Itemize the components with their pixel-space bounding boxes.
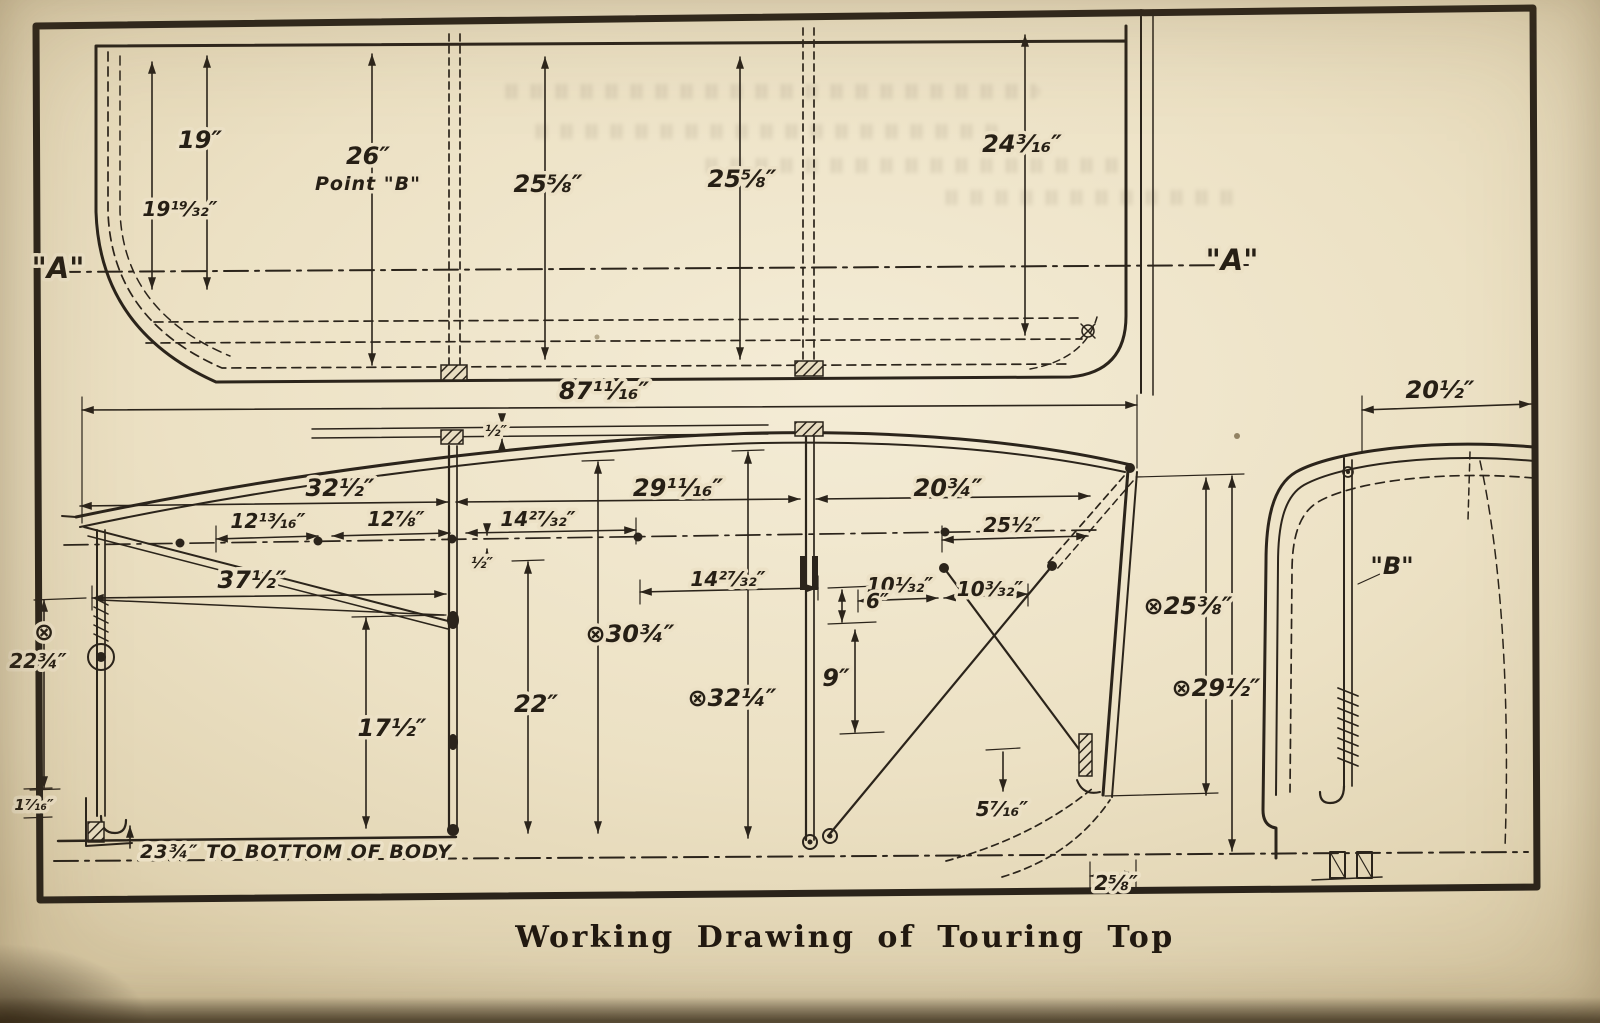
rear-outline [1261, 442, 1536, 860]
frame-border [32, 4, 1541, 904]
hinge-bolt [802, 834, 818, 850]
page-bleed-smudge [530, 124, 1000, 139]
dim-87-11-16: 87¹¹⁄₁₆″ [559, 377, 649, 405]
elevation-dimension-lines [23, 449, 1245, 893]
dim-19-19-32: 19¹⁹⁄₃₂″ [142, 197, 217, 221]
dim-14-27-32-a: 14²⁷⁄₃₂″ [500, 507, 575, 531]
plan-corner-detail [1029, 316, 1098, 370]
dim-37-12: 37½″ [218, 566, 287, 594]
plan-body-outline [94, 9, 1154, 396]
dim-29-11-16: 29¹¹⁄₁₆″ [633, 474, 723, 502]
dim-29-12: ⊗29½″ [1171, 674, 1260, 702]
dim-26-point-b: Point "B" [315, 173, 421, 195]
dim-17-12: 17½″ [358, 714, 427, 742]
bow-socket-hatch [440, 364, 468, 381]
dim-12-13-16: 12¹³⁄₁₆″ [230, 509, 305, 533]
dim-14-27-32-b: 14²⁷⁄₃₂″ [690, 567, 765, 591]
dim-24-3-16: 24³⁄₁₆″ [982, 130, 1062, 158]
bow-socket-hatch [794, 360, 824, 377]
roof-profile [61, 413, 1133, 528]
rear-dimension [1361, 395, 1532, 453]
hinge-bolt [822, 828, 838, 844]
plan-view: 19″ 19¹⁹⁄₃₂″ 26″ Point "B" 25⅝″ 25⅝″ 24³… [28, 9, 1262, 396]
section-label-a-left: "A" [32, 251, 85, 285]
dim-32-14: ⊗32¼″ [687, 684, 776, 712]
dim-25-58-a: 25⅝″ [514, 170, 583, 198]
dim-20-12: 20½″ [1406, 376, 1475, 404]
hook [1318, 784, 1346, 805]
middle-bow [794, 421, 838, 850]
front-straps [83, 526, 449, 630]
dim-23-34-note: 23¾″ TO BOTTOM OF BODY [140, 841, 453, 863]
dim-19: 19″ [178, 126, 222, 154]
dim-25-12: 25½″ [983, 513, 1041, 537]
dim-6: 6″ [866, 589, 889, 613]
dim-2-58: 2⅝″ [1094, 871, 1138, 895]
dim-12-78: 12⅞″ [367, 507, 425, 531]
elevation-view: 32½″ 29¹¹⁄₁₆″ 20¾″ 12¹³⁄₁₆″ 12⅞″ 14²⁷⁄₃₂… [6, 413, 1529, 899]
dim-half-top: ½″ [485, 422, 508, 440]
section-label-a-right: "A" [1206, 243, 1259, 277]
front-bow [440, 429, 464, 836]
plan-dimension-arrows [148, 34, 1029, 366]
overall-length-dimension: 87¹¹⁄₁₆″ [81, 374, 1138, 524]
crossed-circle-mark: ⊗ [34, 618, 54, 646]
photo-corner-shadow [0, 943, 150, 1023]
dim-1-7-16: 1⁷⁄₁₆″ [14, 796, 54, 814]
dim-26: 26″ [346, 142, 390, 170]
rear-feet [1311, 851, 1383, 881]
page-bleed-smudge [940, 190, 1240, 205]
dim-30-34: ⊗30¾″ [585, 620, 674, 648]
dim-32-12: 32½″ [306, 474, 375, 502]
dim-22: 22″ [514, 690, 558, 718]
dim-9: 9″ [822, 664, 850, 692]
dim-25-38: ⊗25⅜″ [1143, 592, 1232, 620]
point-label-b: "B" [1370, 552, 1413, 580]
centerline-a-a [55, 264, 1249, 273]
front-support-post [85, 529, 133, 847]
page-bleed-smudge [500, 84, 1040, 99]
dim-10-1-32: 10¹⁄₃₂″ [867, 573, 933, 597]
dim-22-34: 22¾″ [9, 649, 67, 673]
rear-stanchion [1318, 457, 1381, 805]
joint-bolt [1342, 466, 1354, 478]
figure-caption: Working Drawing of Touring Top [515, 920, 1175, 955]
rear-view: 20½″ "B" [1261, 373, 1536, 881]
body-sill [53, 835, 1529, 862]
dim-10-3-32: 10³⁄₃₂″ [957, 577, 1023, 601]
dim-half-mid: ½″ [471, 554, 494, 572]
paper-spots [594, 334, 1240, 439]
pulley [87, 643, 115, 671]
dim-25-58-b: 25⅝″ [708, 165, 777, 193]
brace [826, 564, 1054, 838]
photo-edge-shadow [0, 997, 1600, 1023]
plan-bow-lines [440, 27, 824, 381]
dim-20-34: 20¾″ [914, 474, 983, 502]
crosshair-mark [1081, 324, 1095, 338]
dim-5-7-16: 5⁷⁄₁₆″ [976, 797, 1029, 821]
